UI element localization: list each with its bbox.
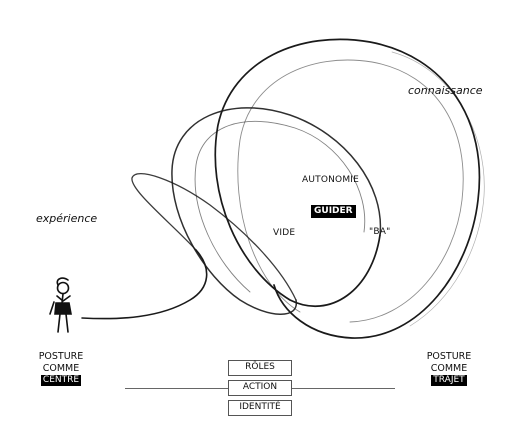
posture-trajet-line2: COMME [430,362,468,374]
vide-label: VIDE [273,228,296,238]
posture-centre-block: POSTURE COMME CENTRE [32,351,90,386]
guider-badge: GUIDER [311,205,356,218]
spiral-small-loop-stroke [131,173,297,301]
identite-box: IDENTITÉ [228,400,292,416]
posture-trajet-highlight: TRAJET [431,375,467,386]
spiral-tail-stroke [81,249,208,320]
posture-centre-line2: COMME [42,362,80,374]
posture-centre-highlight: CENTRE [40,375,82,386]
experience-label: expérience [36,212,98,225]
standing-person-icon [49,277,72,333]
spiral-large-loop-stroke [214,38,481,339]
posture-trajet-block: POSTURE COMME TRAJET [420,351,478,386]
ba-label: "BA" [369,227,391,237]
spiral-middle-loop-stroke [171,107,382,315]
autonomie-label: AUTONOMIE [302,175,360,185]
posture-centre-line1: POSTURE [38,351,84,362]
roles-box: RÔLES [228,360,292,376]
spiral-large-loop-echo-stroke [237,59,464,323]
connaissance-label: connaissance [408,84,483,97]
spiral-middle-loop-echo-stroke [194,120,366,293]
action-box: ACTION [228,380,292,396]
posture-trajet-line1: POSTURE [426,351,472,362]
